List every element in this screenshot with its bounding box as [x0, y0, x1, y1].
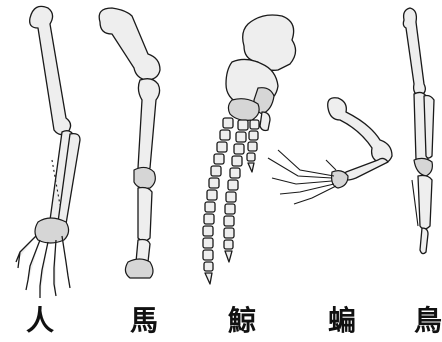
bat-humerus — [328, 98, 392, 163]
whale-carpals — [228, 99, 259, 121]
human-finger-2 — [40, 242, 48, 298]
bat-forelimb — [268, 98, 392, 204]
horse-carpals — [134, 167, 155, 188]
label-horse: 馬 — [114, 304, 174, 338]
human-finger-1 — [26, 240, 40, 290]
whale-digit-long-2 — [224, 120, 248, 262]
bat-finger-4 — [280, 184, 334, 194]
bat-finger-3 — [272, 178, 332, 184]
human-carpals — [35, 218, 69, 243]
bat-finger-2 — [268, 158, 332, 178]
label-bat: 蝙 — [312, 304, 372, 338]
bat-thumb — [326, 160, 336, 170]
human-finger-4 — [62, 236, 70, 288]
horse-humerus — [99, 8, 160, 80]
bat-finger-1 — [278, 150, 334, 176]
bird-digit — [420, 228, 428, 254]
human-humerus — [30, 6, 71, 134]
bird-carpals — [414, 158, 432, 176]
bird-metacarpal — [418, 176, 432, 230]
label-bird: 鳥 — [398, 304, 442, 338]
whale-digit-long-3 — [247, 120, 259, 172]
bat-radius — [342, 158, 388, 180]
bat-carpals — [332, 171, 348, 188]
horse-cannon-bone — [138, 188, 152, 242]
horse-hoof — [125, 259, 153, 278]
whale-digit-small — [260, 112, 270, 131]
human-finger-3 — [54, 240, 56, 296]
label-human: 人 — [10, 304, 70, 338]
horse-forelimb — [99, 8, 160, 278]
bird-radius — [424, 96, 434, 159]
human-forelimb — [16, 6, 80, 298]
label-whale: 鯨 — [212, 304, 272, 338]
bird-humerus — [403, 8, 425, 96]
whale-forelimb — [203, 15, 296, 284]
bird-forelimb — [403, 8, 434, 254]
horse-radius — [138, 79, 160, 171]
